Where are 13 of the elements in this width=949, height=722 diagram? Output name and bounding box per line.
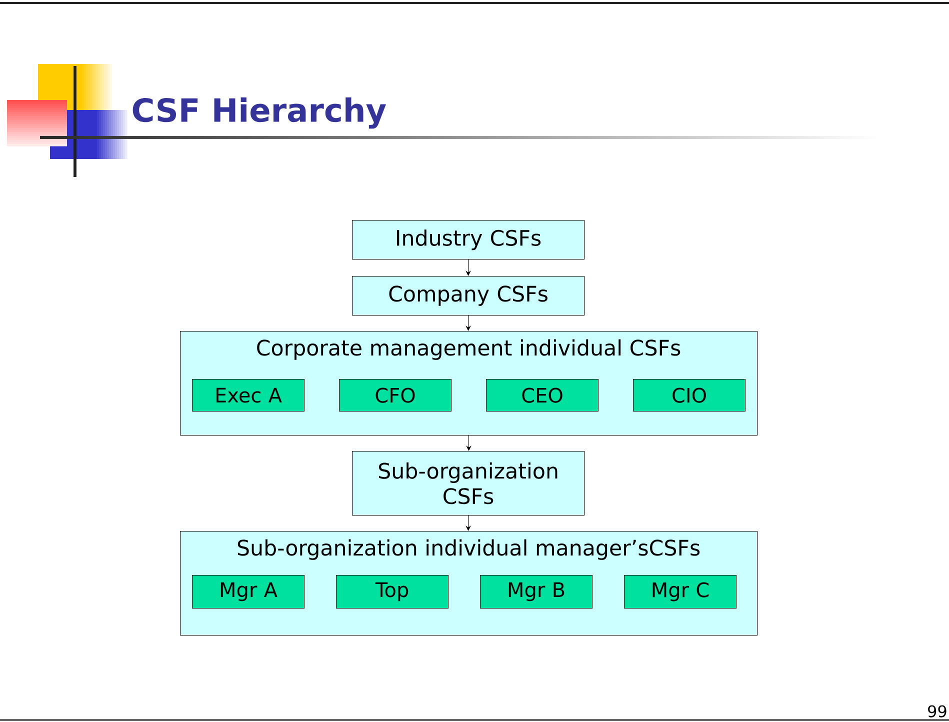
role-box: Mgr B bbox=[480, 575, 593, 609]
role-box: Top bbox=[336, 575, 449, 609]
role-box: Mgr C bbox=[624, 575, 737, 609]
role-box: CEO bbox=[486, 379, 599, 412]
slide-title: CSF Hierarchy bbox=[132, 97, 386, 129]
role-box: CIO bbox=[633, 379, 746, 412]
process-box: Industry CSFs bbox=[352, 220, 585, 260]
page-number: 99 bbox=[928, 705, 946, 718]
process-box: Company CSFs bbox=[352, 276, 585, 316]
role-box: Mgr A bbox=[192, 575, 305, 609]
process-box: Sub-organization CSFs bbox=[352, 451, 585, 516]
role-box: Exec A bbox=[192, 379, 305, 412]
role-box: CFO bbox=[339, 379, 452, 412]
